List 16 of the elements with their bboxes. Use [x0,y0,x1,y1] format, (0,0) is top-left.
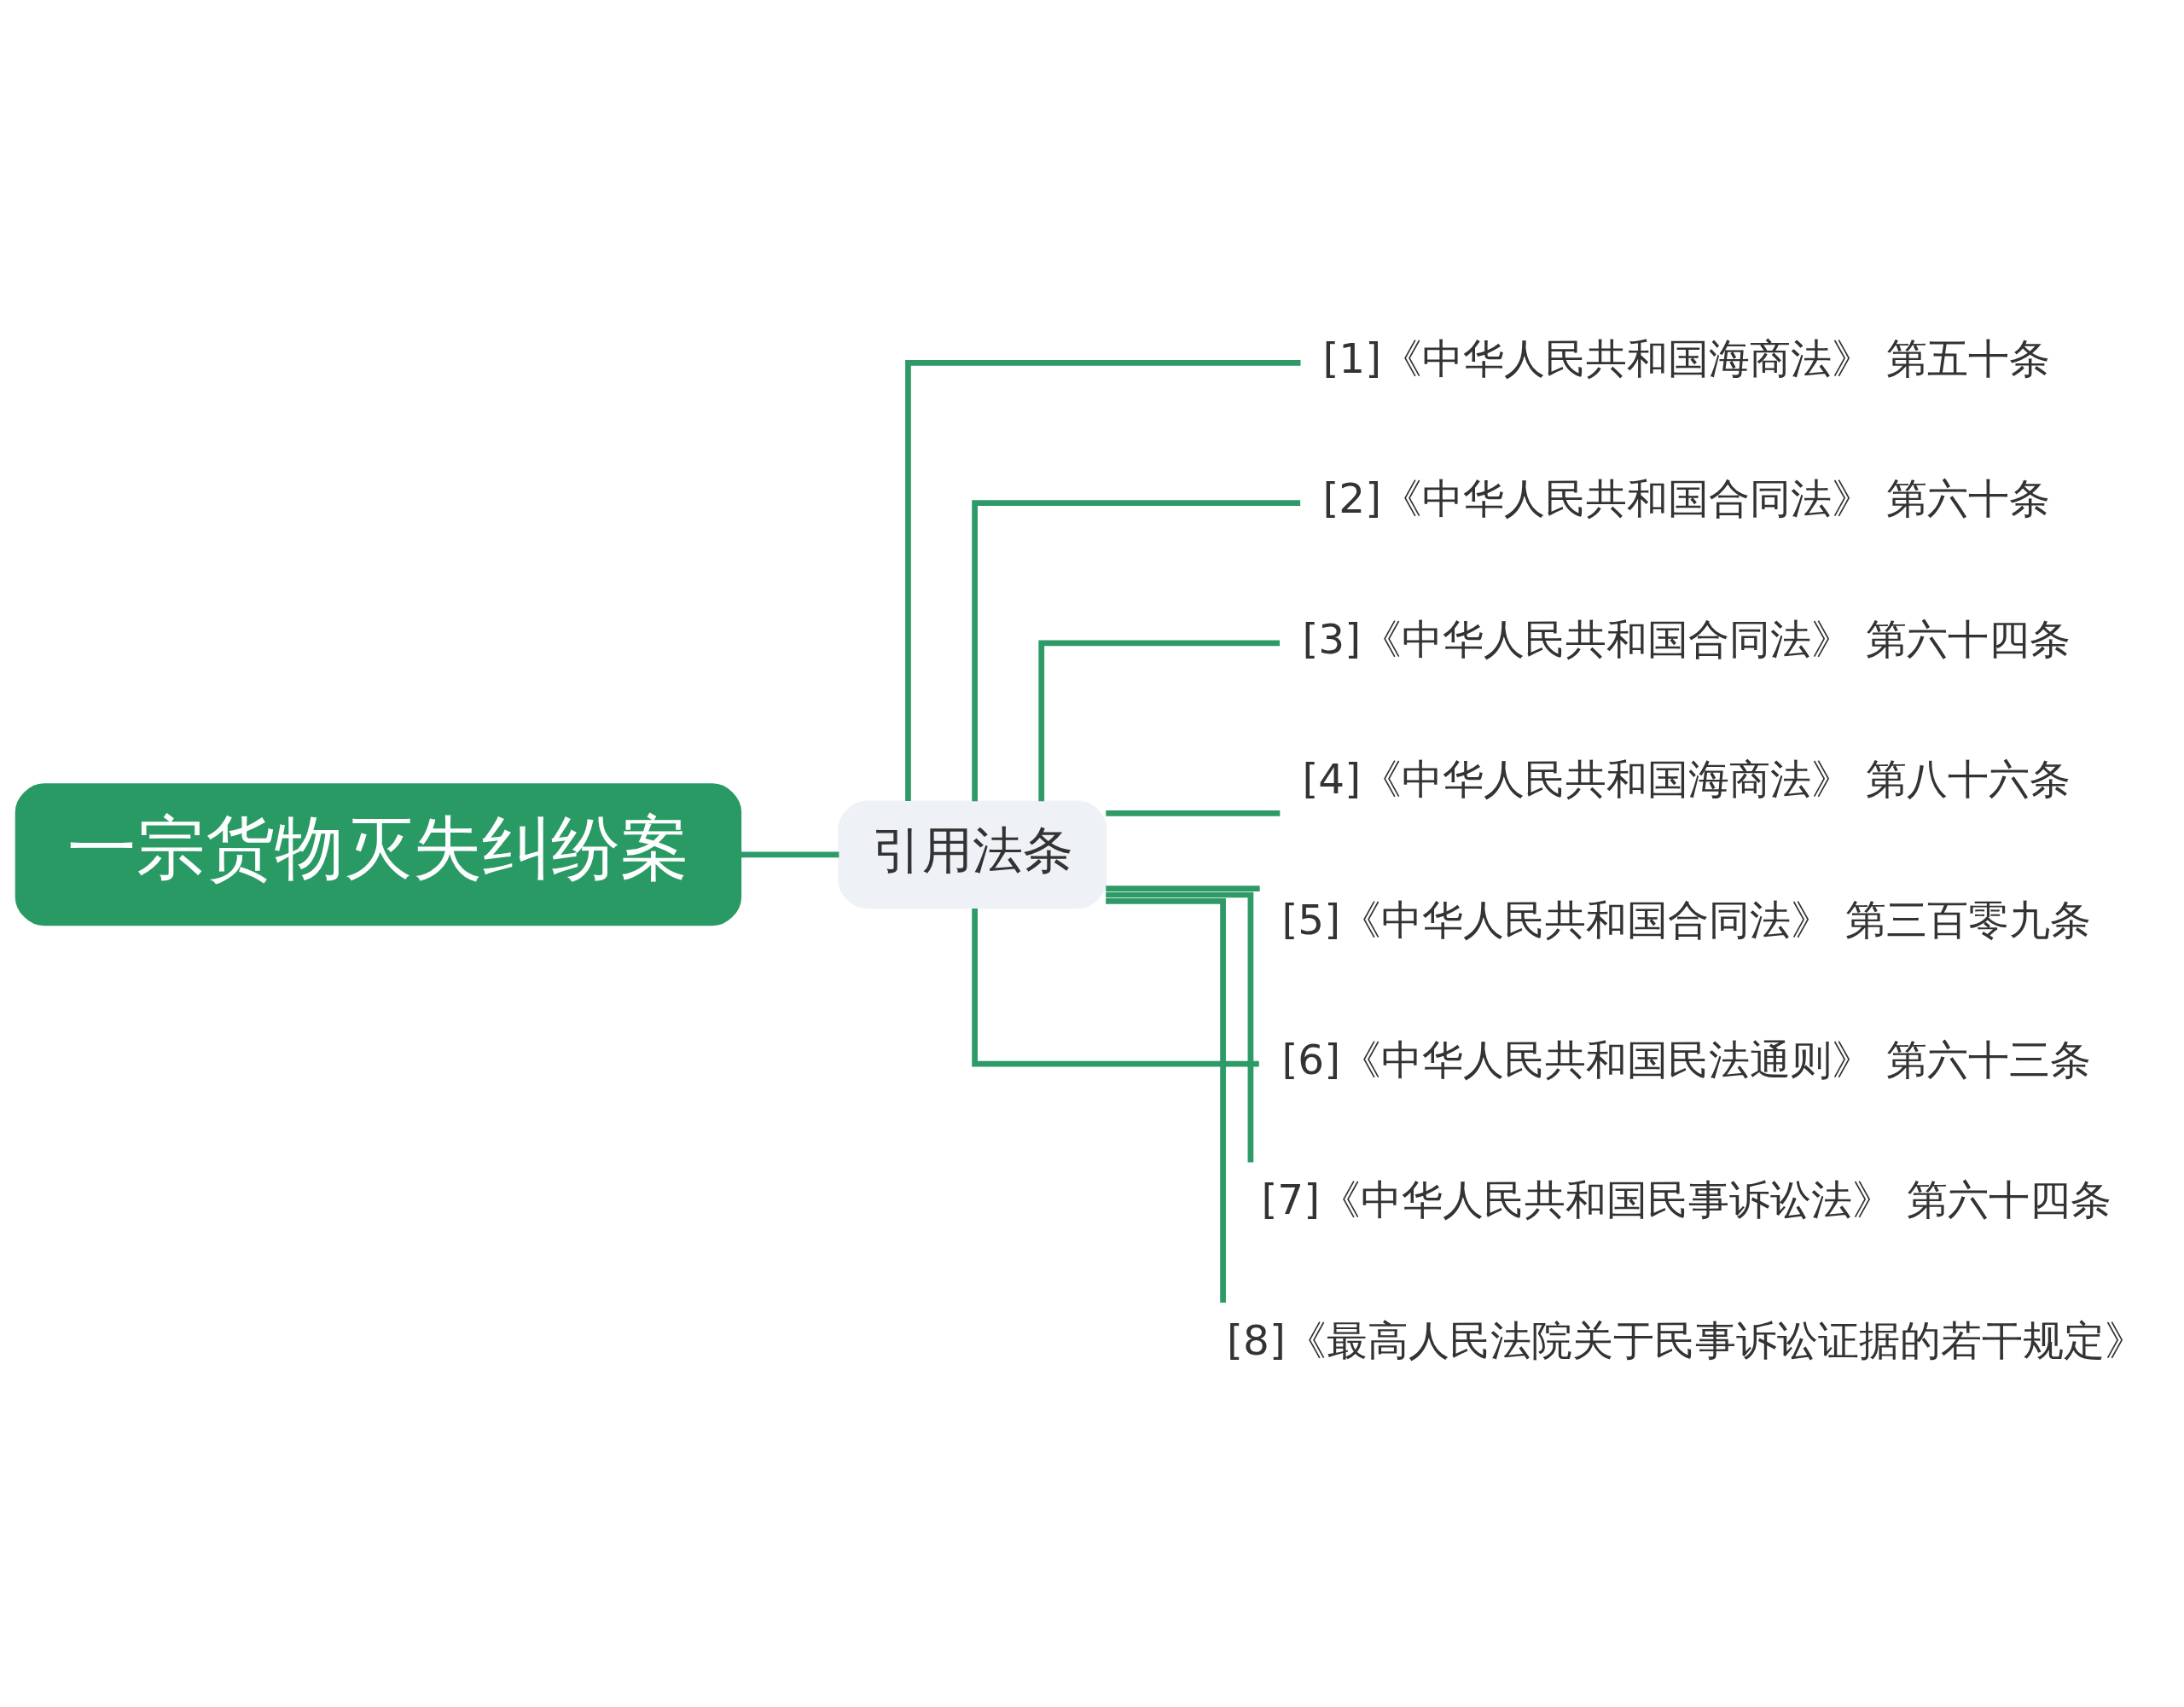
connector [741,851,839,858]
node-text: [6]《中华人民共和国民法通则》 第六十三条 [1281,1035,2091,1083]
connector [1106,891,1254,1163]
connector [1106,885,1260,891]
node-text: [5]《中华人民共和国合同法》 第三百零九条 [1281,895,2091,943]
node-text: [8]《最高人民法院关于民事诉讼证据的若干规定》 [1227,1315,2146,1364]
node-box: 引用法条 [838,800,1107,909]
node-box: 一宗货物灭失纠纷案 [15,783,742,926]
node-text: [3]《中华人民共和国合同法》 第六十四条 [1302,614,2071,663]
node-text: [2]《中华人民共和国合同法》 第六十条 [1322,474,2050,523]
connector [1106,810,1281,816]
connector [905,359,1301,802]
node-text: [7]《中华人民共和国民事诉讼法》 第六十四条 [1261,1176,2111,1224]
node-text: [1]《中华人民共和国海商法》 第五十条 [1322,334,2050,383]
node-text: [4]《中华人民共和国海商法》 第八十六条 [1302,755,2071,804]
connector [972,500,1301,802]
